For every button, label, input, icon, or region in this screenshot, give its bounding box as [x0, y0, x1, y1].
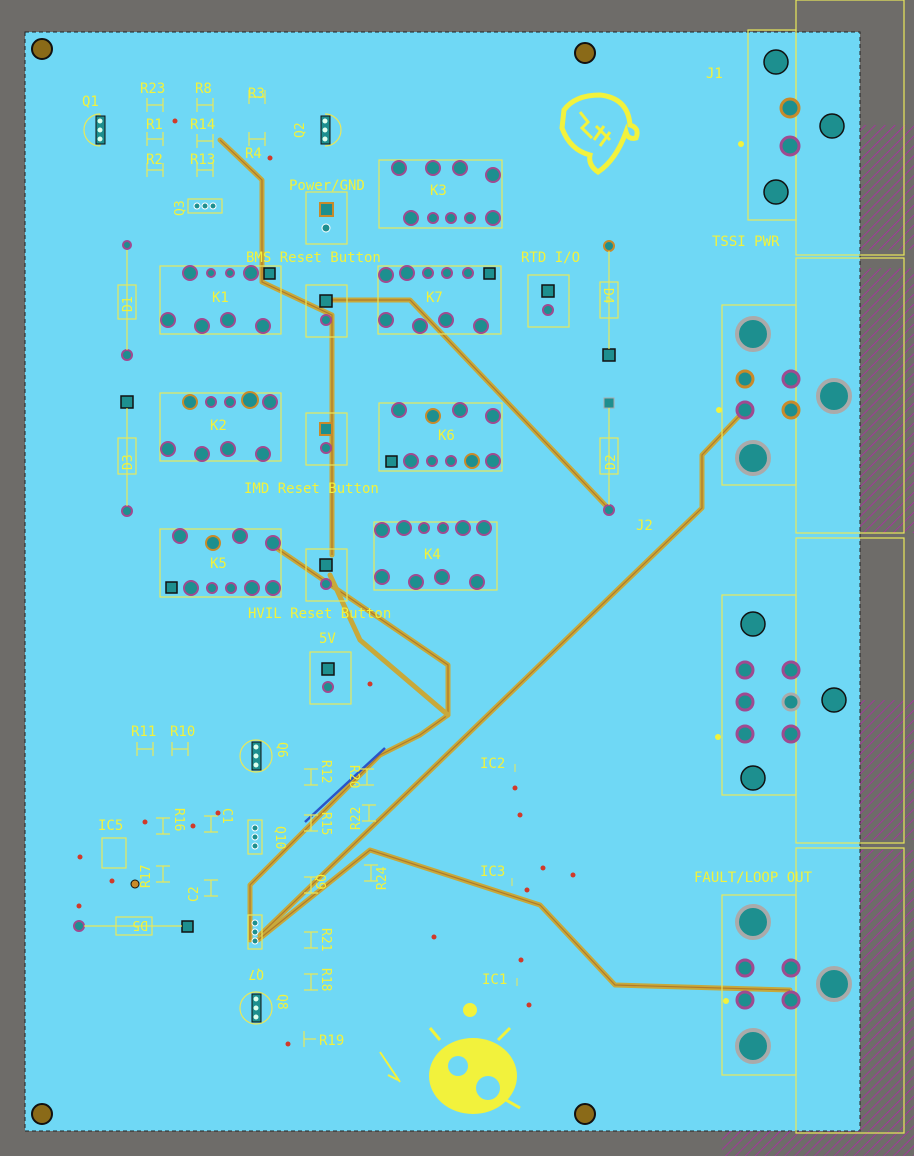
label-k4: K4	[424, 547, 441, 563]
label-k3: K3	[430, 183, 447, 199]
connector-j2-upper: J2	[636, 304, 852, 534]
relay-k6: K6	[378, 402, 503, 472]
label-d1: D1	[121, 296, 136, 312]
right-keepout	[722, 0, 914, 1156]
connector-fault-loop-out: FAULT/LOOP OUT	[694, 870, 852, 1076]
transistor-q8: Q8	[239, 991, 289, 1025]
diode-d4: D4	[599, 240, 619, 362]
diode-d1: D1	[117, 240, 137, 361]
header-hvil-reset: HVIL Reset Button	[248, 548, 391, 622]
diode-d5: D5	[73, 916, 194, 936]
header-bms-reset: BMS Reset Button	[246, 250, 381, 338]
label-imd-reset: IMD Reset Button	[244, 481, 379, 497]
resistor-labels: R23 R8 R3 R1 R14 R4 R2 R13 R11 R10 R12 R…	[131, 81, 390, 1049]
label-r2: R2	[146, 152, 163, 168]
label-ic1: IC1	[482, 972, 507, 988]
label-r13: R13	[190, 152, 215, 168]
label-q3: Q3	[173, 200, 188, 216]
header-rtd-io: RTD I/O	[521, 250, 580, 328]
label-ic5: IC5	[98, 818, 123, 834]
copper-traces	[217, 137, 793, 993]
relay-k7: K7	[377, 265, 502, 335]
label-k6: K6	[438, 428, 455, 444]
label-bms-reset: BMS Reset Button	[246, 250, 381, 266]
label-q9: Q9	[312, 874, 327, 890]
misc-dots	[715, 141, 744, 1004]
label-q10: Q10	[272, 826, 287, 849]
label-k1: K1	[212, 290, 229, 306]
label-d3: D3	[121, 454, 136, 470]
label-r18: R18	[318, 968, 333, 991]
transistor-q10: Q10	[247, 819, 287, 855]
label-q7: Q7	[248, 966, 264, 981]
header-imd-reset: IMD Reset Button	[244, 412, 379, 497]
label-r4: R4	[245, 146, 262, 162]
transistor-q2: Q2	[293, 113, 342, 147]
label-r19: R19	[319, 1033, 344, 1049]
label-r14: R14	[190, 117, 215, 133]
relay-k1: K1	[159, 265, 282, 335]
label-ic3: IC3	[480, 864, 505, 880]
label-r20: R20	[346, 765, 361, 788]
transistor-q6: Q6	[239, 739, 289, 773]
label-ic2: IC2	[480, 756, 505, 772]
label-fault-loop-out: FAULT/LOOP OUT	[694, 870, 813, 886]
relay-k3: K3	[378, 159, 503, 229]
label-r12: R12	[318, 760, 333, 783]
label-k5: K5	[210, 556, 227, 572]
relay-k4: K4	[373, 520, 498, 591]
label-q8: Q8	[274, 994, 289, 1010]
vias	[76, 118, 576, 1047]
label-r22: R22	[349, 807, 364, 830]
label-r17: R17	[139, 865, 154, 888]
label-k2: K2	[210, 418, 227, 434]
header-5v: 5V	[309, 631, 352, 705]
label-hvil-reset: HVIL Reset Button	[248, 606, 391, 622]
label-5v: 5V	[319, 631, 336, 647]
diode-d3: D3	[117, 395, 137, 517]
relay-k5: K5	[159, 528, 282, 598]
label-r11: R11	[131, 724, 156, 740]
label-r3: R3	[248, 86, 265, 102]
label-r10: R10	[170, 724, 195, 740]
label-r21: R21	[318, 928, 333, 951]
label-d5: D5	[132, 917, 148, 932]
label-j1: J1	[706, 66, 723, 82]
label-r16: R16	[171, 808, 186, 831]
connector-j1: J1 TSSI PWR	[706, 29, 845, 250]
transistor-q9: Q9	[312, 874, 327, 890]
label-tssi-pwr: TSSI PWR	[712, 234, 780, 250]
relay-k2: K2	[159, 391, 282, 462]
elephant-logo	[559, 92, 640, 176]
bottom-art-logo	[379, 1003, 521, 1114]
label-c1: C1	[219, 808, 234, 824]
ic-labels: IC5 IC2 IC3 IC1	[98, 756, 518, 988]
diode-d2: D2	[599, 397, 619, 516]
label-r8: R8	[195, 81, 212, 97]
label-rtd-io: RTD I/O	[521, 250, 580, 266]
label-r24: R24	[375, 866, 390, 890]
label-r15: R15	[318, 812, 333, 835]
label-q6: Q6	[274, 742, 289, 758]
label-r23: R23	[140, 81, 165, 97]
label-d4: D4	[600, 288, 615, 304]
header-power-gnd: Power/GND	[289, 178, 365, 245]
transistor-q1: Q1	[82, 94, 106, 147]
label-k7: K7	[426, 290, 443, 306]
label-power-gnd: Power/GND	[289, 178, 365, 194]
resistor-footprints	[101, 90, 378, 1047]
label-c2: C2	[187, 886, 202, 902]
label-j2: J2	[636, 518, 653, 534]
label-d2: D2	[604, 454, 619, 470]
label-r1: R1	[146, 117, 163, 133]
mounting-holes	[31, 38, 596, 1125]
label-q2: Q2	[293, 122, 308, 138]
transistor-q3: Q3	[173, 198, 223, 216]
connector-j2-middle	[721, 594, 847, 796]
transistor-q7: Q7	[247, 914, 264, 981]
label-q1: Q1	[82, 94, 99, 110]
